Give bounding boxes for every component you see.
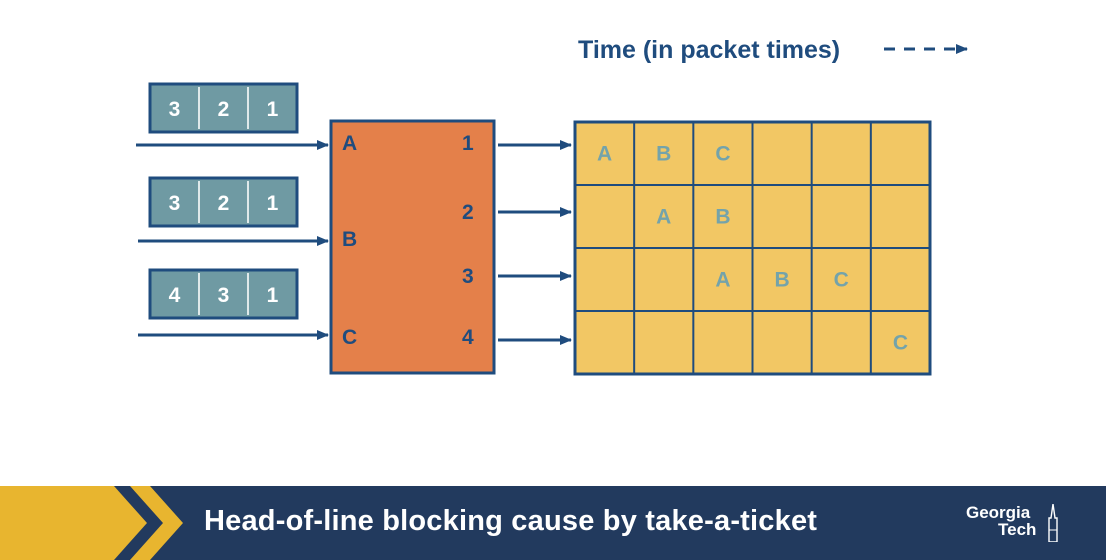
schedule-cell-label: C (834, 269, 849, 292)
switch-diagram: Time (in packet times) 3 2 1 3 2 1 4 3 1 A B C 1… (136, 36, 968, 376)
queue-box (148, 176, 299, 228)
schedule-cell-label: A (715, 269, 730, 292)
queue-packet-label: 3 (169, 98, 181, 121)
output-port-3-label: 3 (462, 265, 474, 288)
schedule-grid: A B C A B A B C C (573, 120, 932, 376)
schedule-cell-label: B (774, 269, 789, 292)
input-port-a-label: A (342, 132, 357, 155)
queue-packet-label: 3 (169, 192, 181, 215)
georgia-tech-logo: Georgia Tech (966, 504, 1076, 548)
queue-packet-label: 3 (218, 284, 230, 307)
input-port-b-label: B (342, 228, 357, 251)
input-queues: 3 2 1 3 2 1 4 3 1 (148, 82, 299, 320)
title-bar: Head-of-line blocking cause by take-a-ti… (0, 486, 1106, 560)
queue-packet-label: 1 (267, 98, 279, 121)
input-port-c-label: C (342, 326, 357, 349)
schedule-cell-label: A (656, 206, 671, 229)
output-port-4-label: 4 (462, 326, 474, 349)
slide-title: Head-of-line blocking cause by take-a-ti… (204, 505, 818, 537)
logo-line-1: Georgia (966, 503, 1031, 522)
queue-packet-label: 4 (169, 284, 181, 307)
queue-packet-label: 2 (218, 192, 230, 215)
queue-box (148, 82, 299, 134)
schedule-cell-label: B (715, 206, 730, 229)
tower-icon (1048, 504, 1058, 542)
output-port-1-label: 1 (462, 132, 474, 155)
queue-packet-label: 2 (218, 98, 230, 121)
queue-box (148, 268, 299, 320)
queue-packet-label: 1 (267, 284, 279, 307)
input-queue-a: 3 2 1 (148, 82, 299, 134)
time-label: Time (in packet times) (578, 36, 840, 64)
switch-box (329, 119, 496, 375)
schedule-cell-label: B (656, 143, 671, 166)
chevron-decoration (0, 486, 183, 560)
input-queue-c: 4 3 1 (148, 268, 299, 320)
queue-packet-label: 1 (267, 192, 279, 215)
input-queue-b: 3 2 1 (148, 176, 299, 228)
logo-line-2: Tech (998, 520, 1037, 539)
schedule-cell-label: A (597, 143, 612, 166)
output-port-2-label: 2 (462, 201, 474, 224)
schedule-cell-label: C (715, 143, 730, 166)
input-arrows (136, 140, 329, 340)
output-arrows (498, 140, 572, 345)
schedule-cell-label: C (893, 332, 908, 355)
